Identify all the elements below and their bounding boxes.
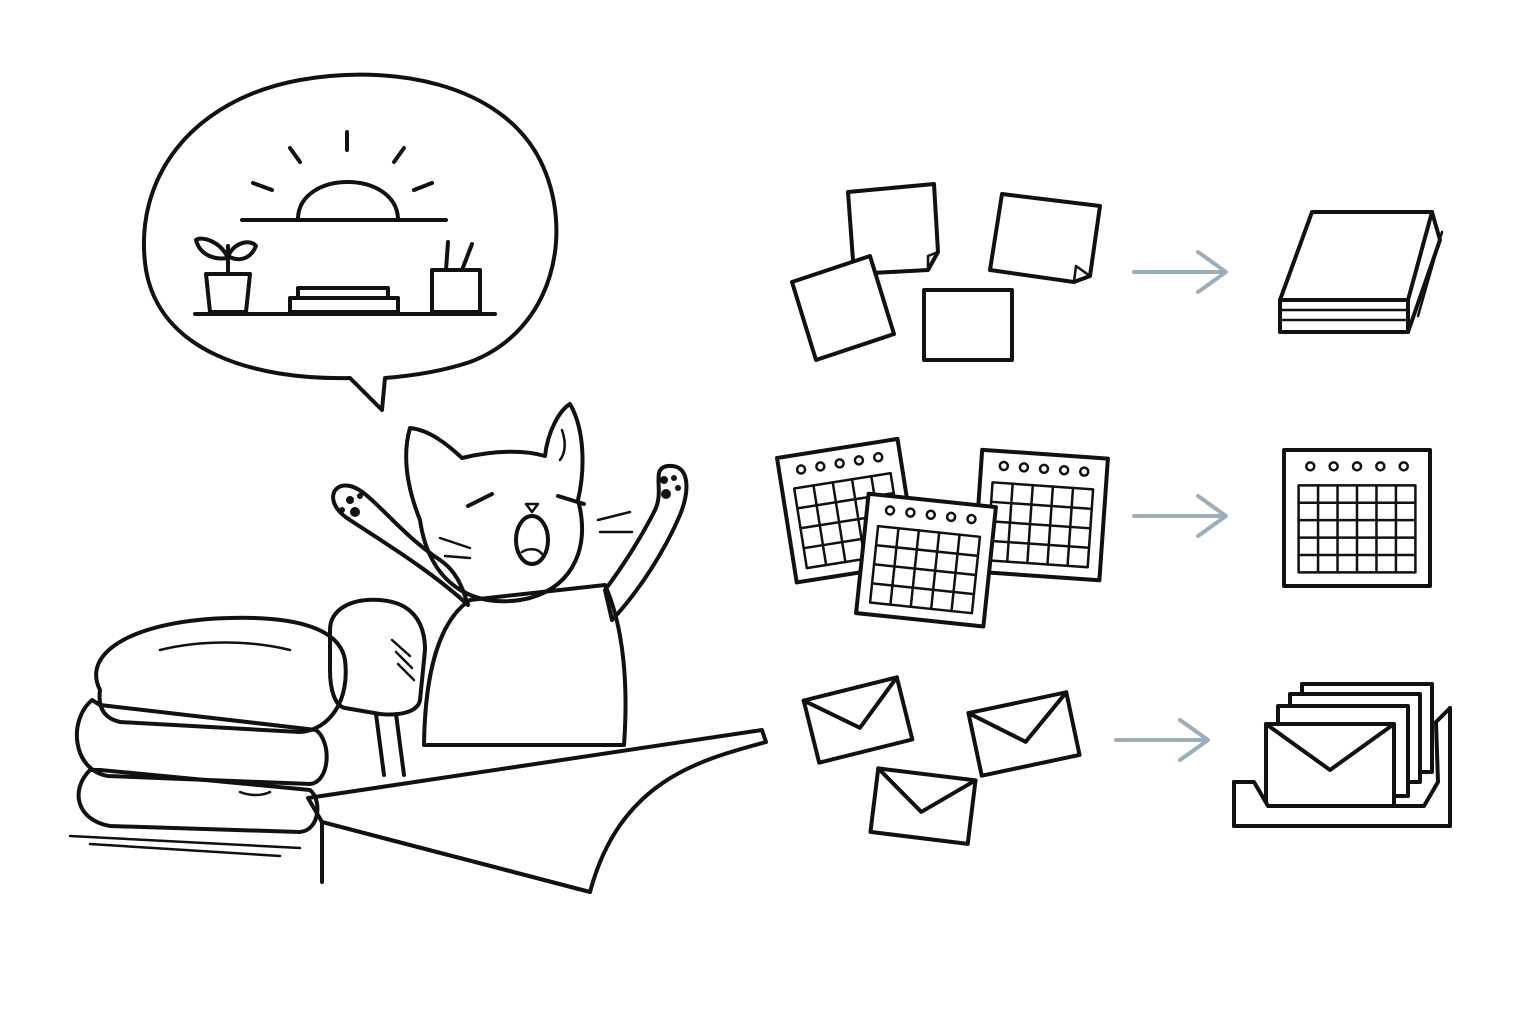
calendar-ring <box>1018 462 1030 473</box>
mail-tray-icon <box>1232 682 1452 828</box>
calendar-page-3 <box>854 491 998 629</box>
envelope-2 <box>966 690 1082 778</box>
calendar-grid-line <box>989 500 1093 511</box>
sticky-notes <box>790 182 1102 362</box>
sun-icon <box>240 130 448 222</box>
arrow-1 <box>1132 250 1228 294</box>
calendar-ring <box>1058 464 1070 476</box>
calendar-grid-line <box>872 563 978 577</box>
calendar-ring <box>1375 461 1386 472</box>
calendar-grid-line <box>874 543 980 558</box>
pencil-cup-icon <box>430 240 482 314</box>
calendar-ring <box>998 460 1010 472</box>
calendar-ring <box>1398 461 1409 472</box>
notebook-icon <box>1278 210 1444 334</box>
calendar-ring <box>872 452 884 463</box>
calendar-ring <box>795 464 807 475</box>
calendar-row <box>775 436 1432 629</box>
arrow-2 <box>1132 494 1228 538</box>
calendar-ring <box>966 513 977 525</box>
calendar-ring <box>1078 466 1090 477</box>
calendar-ring <box>834 458 845 469</box>
calendar-ring <box>945 511 957 523</box>
calendar-ring <box>1038 463 1050 475</box>
book-stack-icon <box>288 286 400 314</box>
mail-row <box>801 675 1452 846</box>
calendar-ring <box>1305 461 1316 472</box>
calendar-page-2 <box>971 447 1110 583</box>
calendar-ring <box>1328 461 1339 472</box>
paw-pad-right <box>660 475 681 499</box>
envelope-1 <box>801 675 915 765</box>
calendar-ring <box>925 509 937 521</box>
plant-icon <box>194 236 258 314</box>
pillow-icon <box>68 615 348 858</box>
calendar-ring <box>815 461 826 472</box>
envelope-3 <box>868 766 978 846</box>
calendar-ring <box>1351 461 1363 472</box>
yawning-cat-icon <box>331 402 689 747</box>
calendar-icon <box>1282 448 1432 588</box>
calendar-grid-line <box>987 539 1091 550</box>
calendar-ring <box>884 505 896 516</box>
calendar-grid-line <box>988 520 1092 530</box>
envelopes <box>801 675 1082 846</box>
paw-pad-left <box>339 493 363 517</box>
desk-icon <box>306 728 768 894</box>
calendar-pages <box>775 436 1110 629</box>
thought-bubble-icon <box>141 72 559 412</box>
chair-icon <box>328 597 427 777</box>
notes-row <box>790 182 1444 362</box>
calendar-ring <box>905 507 916 518</box>
arrow-3 <box>1114 718 1210 762</box>
calendar-grid-line <box>870 582 976 596</box>
calendar-ring <box>853 455 865 466</box>
